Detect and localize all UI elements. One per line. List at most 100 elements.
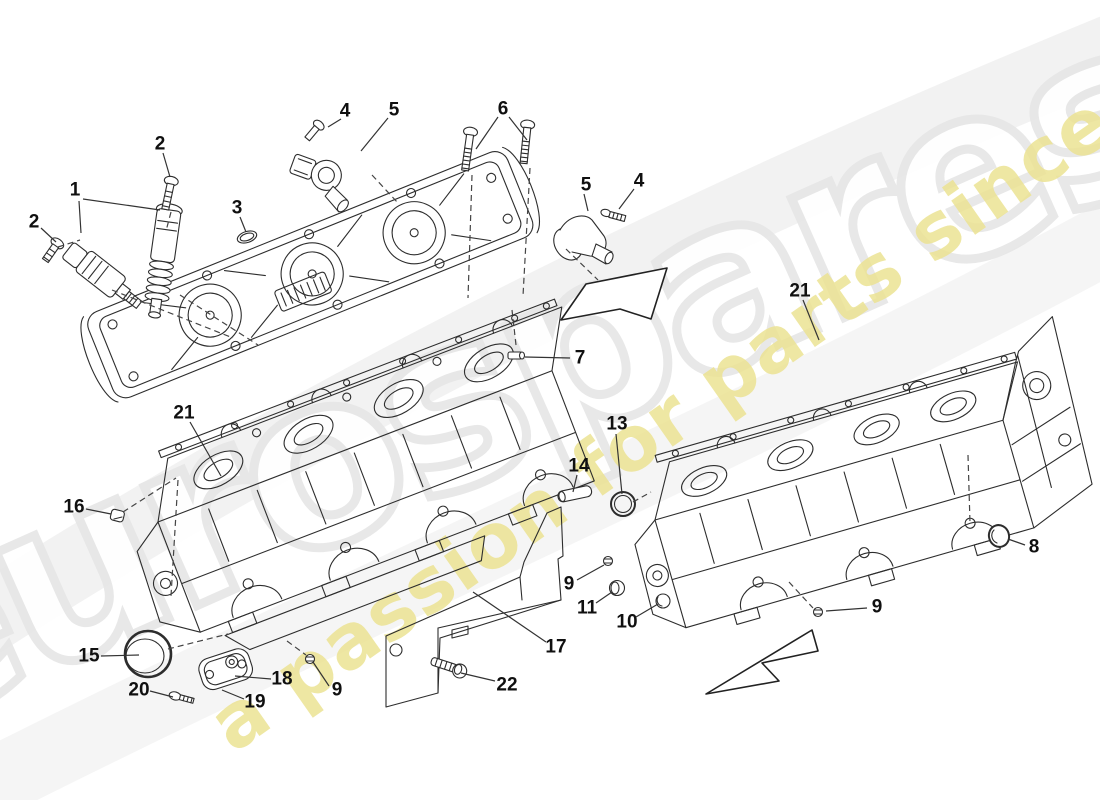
callout-leader-line bbox=[234, 675, 272, 680]
bolt-4b-drawing bbox=[600, 208, 627, 223]
stud-9b-drawing bbox=[602, 555, 614, 567]
assembly-dashed-line bbox=[511, 309, 517, 346]
bolt-22-drawing bbox=[430, 657, 468, 679]
upper-direction-arrow bbox=[560, 267, 668, 321]
bolt-20-drawing bbox=[168, 691, 195, 704]
callout-22: 22 bbox=[496, 674, 518, 696]
callout-18: 18 bbox=[271, 668, 293, 690]
assembly-dashed-line bbox=[967, 454, 971, 524]
callout-leader-line bbox=[78, 200, 82, 234]
callout-10: 10 bbox=[616, 611, 638, 633]
assembly-dashed-line bbox=[167, 633, 229, 650]
camshaft-adjuster-valve-b-drawing bbox=[144, 203, 183, 319]
bolt-4a-drawing bbox=[304, 119, 325, 142]
callout-9: 9 bbox=[563, 573, 575, 595]
bolt-2a-drawing bbox=[161, 175, 179, 211]
callout-9: 9 bbox=[331, 679, 343, 701]
callout-5: 5 bbox=[580, 174, 592, 196]
callout-7: 7 bbox=[574, 347, 586, 369]
assembly-dashed-line bbox=[371, 174, 399, 204]
callout-leader-line bbox=[572, 474, 578, 493]
cylinder-head-right-drawing bbox=[634, 316, 1093, 629]
assembly-dashed-line bbox=[286, 640, 307, 656]
callout-4: 4 bbox=[633, 170, 645, 192]
callout-leader-line bbox=[360, 117, 389, 152]
callout-leader-line bbox=[327, 118, 342, 128]
callout-8: 8 bbox=[1028, 536, 1040, 558]
head-gasket-right-drawing bbox=[654, 351, 1018, 463]
callout-leader-line bbox=[239, 216, 247, 233]
stud-9c-drawing bbox=[812, 606, 824, 618]
callout-20: 20 bbox=[128, 679, 150, 701]
cap-8-drawing bbox=[987, 524, 1011, 548]
assembly-dashed-line bbox=[179, 294, 259, 346]
dowel-pin-14-drawing bbox=[557, 485, 593, 503]
callout-21: 21 bbox=[789, 280, 811, 302]
bolt-6a-drawing bbox=[461, 126, 479, 172]
assembly-dashed-line bbox=[165, 211, 172, 232]
callout-leader-line bbox=[85, 508, 112, 515]
callout-14: 14 bbox=[568, 455, 590, 477]
o-ring-13-drawing bbox=[610, 491, 636, 517]
callout-15: 15 bbox=[78, 645, 100, 667]
stud-9a-drawing bbox=[304, 653, 316, 665]
assembly-dashed-line bbox=[467, 174, 473, 299]
lower-direction-arrow bbox=[705, 629, 819, 695]
timing-frame-drawing bbox=[1002, 316, 1093, 529]
callout-leader-line bbox=[475, 116, 499, 150]
callout-leader-line bbox=[189, 421, 222, 477]
callout-16: 16 bbox=[63, 496, 85, 518]
callout-13: 13 bbox=[606, 413, 628, 435]
assembly-dashed-line bbox=[57, 239, 81, 248]
callout-19: 19 bbox=[244, 691, 266, 713]
assembly-dashed-line bbox=[788, 581, 814, 609]
callout-leader-line bbox=[825, 607, 868, 612]
plug-10-drawing bbox=[655, 593, 671, 609]
head-gasket-left-drawing bbox=[158, 298, 558, 459]
callout-leader-line bbox=[576, 564, 605, 581]
callout-leader-line bbox=[583, 193, 589, 212]
assembly-dashed-line bbox=[565, 248, 599, 281]
o-ring-15-drawing bbox=[123, 629, 173, 679]
callout-leader-line bbox=[472, 591, 547, 643]
plug-16-drawing bbox=[109, 508, 125, 523]
assembly-dashed-line bbox=[111, 289, 234, 339]
end-cover-18-19-drawing bbox=[198, 648, 254, 691]
callout-leader-line bbox=[1007, 538, 1026, 546]
callout-4: 4 bbox=[339, 100, 351, 122]
callout-leader-line bbox=[460, 672, 496, 682]
camshaft-sensor-5b-drawing bbox=[553, 215, 614, 265]
callout-2: 2 bbox=[28, 211, 40, 233]
cylinder-head-left-drawing bbox=[136, 298, 595, 651]
callout-6: 6 bbox=[497, 98, 509, 120]
callout-5: 5 bbox=[388, 99, 400, 121]
callout-leader-line bbox=[595, 591, 613, 604]
callout-leader-line bbox=[618, 188, 635, 210]
callout-9: 9 bbox=[871, 596, 883, 618]
callout-leader-line bbox=[100, 654, 140, 657]
callout-leader-line bbox=[635, 603, 659, 618]
valve-cover-drawing bbox=[80, 146, 540, 403]
stud-7-drawing bbox=[507, 351, 526, 360]
assembly-dashed-line bbox=[522, 167, 531, 297]
callout-leader-line bbox=[524, 356, 571, 359]
callout-3: 3 bbox=[231, 197, 243, 219]
callout-leader-line bbox=[149, 690, 174, 698]
callout-2: 2 bbox=[154, 133, 166, 155]
callout-leader-line bbox=[508, 116, 528, 141]
callout-leader-line bbox=[162, 152, 171, 178]
callout-leader-line bbox=[615, 433, 623, 495]
callout-11: 11 bbox=[576, 597, 598, 619]
callout-leader-line bbox=[82, 198, 161, 211]
callout-17: 17 bbox=[545, 636, 567, 658]
callout-leader-line bbox=[221, 689, 245, 700]
callout-21: 21 bbox=[173, 402, 195, 424]
assembly-dashed-line bbox=[632, 491, 652, 503]
bolt-6b-drawing bbox=[519, 119, 536, 165]
callout-leader-line bbox=[40, 227, 57, 243]
camshaft-adjuster-valve-a-drawing bbox=[62, 242, 143, 309]
